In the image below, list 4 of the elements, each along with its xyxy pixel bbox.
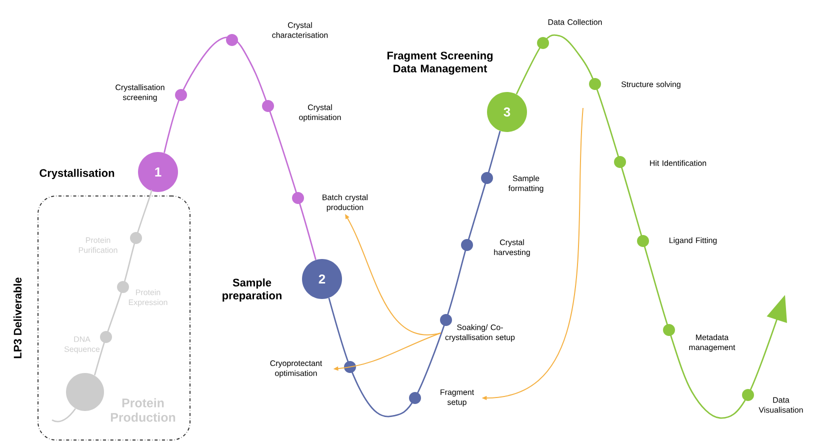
stage-heading: Fragment Screening Data Management <box>387 51 493 75</box>
stage-heading: Crystallisation <box>40 168 114 180</box>
stage-heading: Sample preparation <box>222 278 282 302</box>
frame-heading: LP3 Deliverable <box>13 278 22 358</box>
